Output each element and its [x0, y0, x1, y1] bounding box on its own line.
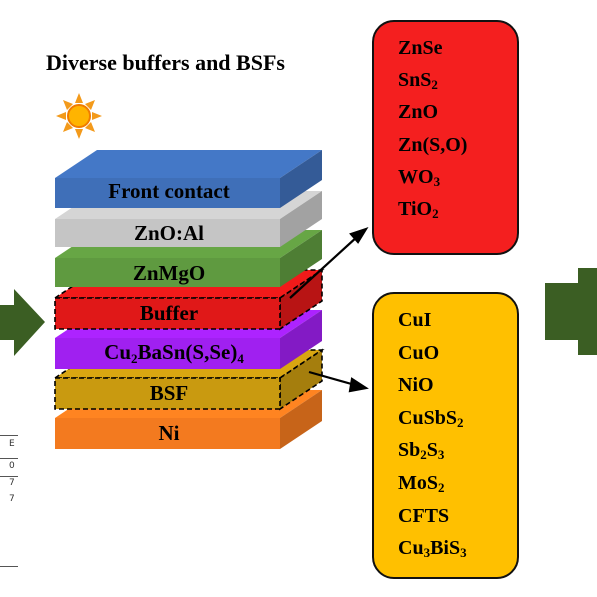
- layer-label-ni: Ni: [158, 421, 180, 445]
- table-fragment-rule: [0, 476, 18, 477]
- table-fragment-rule: [0, 566, 18, 567]
- bsf-material-item: Cu3BiS3: [398, 537, 467, 561]
- left-flow-arrow: [0, 289, 45, 356]
- bsf-pointer-arrow: [308, 370, 356, 387]
- layer-front-face: [54, 377, 281, 410]
- layer-side-face: [279, 348, 323, 411]
- table-fragment-text: 0: [9, 461, 15, 471]
- table-fragment-text: E: [9, 439, 15, 449]
- layer-slab-front-contact: [55, 150, 322, 208]
- buffer-material-item: TiO2: [398, 198, 439, 222]
- layer-side-face: [280, 191, 322, 247]
- layer-top-face: [55, 150, 322, 178]
- diagram-heading: Diverse buffers and BSFs: [46, 50, 285, 75]
- layer-side-face: [280, 150, 322, 208]
- buffer-material-item: ZnO: [398, 101, 439, 124]
- table-fragment-text: 7: [9, 478, 15, 488]
- bsf-material-item: CFTS: [398, 504, 450, 527]
- layer-label-znmgo: ZnMgO: [132, 261, 206, 285]
- buffer-pointer-arrow: [289, 235, 359, 299]
- layer-side-face: [279, 268, 323, 331]
- bsf-pointer-arrowhead: [348, 377, 369, 393]
- layer-side-face: [280, 230, 322, 287]
- layer-label-zno-al: ZnO:Al: [133, 221, 204, 245]
- layer-front-face: [55, 258, 280, 287]
- layer-label-front-contact: Front contact: [108, 179, 230, 203]
- buffer-material-item: Zn(S,O): [398, 133, 468, 156]
- bsf-material-item: Sb2S3: [398, 439, 445, 463]
- table-fragment-rule: [0, 435, 18, 436]
- layer-stack: [52, 150, 325, 449]
- layer-front-face: [55, 338, 280, 369]
- layer-label-buffer: Buffer: [139, 301, 199, 325]
- sun-icon: [56, 93, 102, 139]
- layer-side-face: [280, 390, 322, 449]
- layer-front-face: [55, 178, 280, 208]
- buffer-material-item: WO3: [398, 165, 441, 189]
- layer-label-absorber: Cu2BaSn(S,Se)4: [104, 340, 244, 366]
- layer-front-face: [55, 418, 280, 449]
- bsf-material-item: CuO: [398, 341, 440, 364]
- layer-label-bsf: BSF: [149, 381, 189, 405]
- layer-front-face: [55, 219, 280, 247]
- bsf-material-item: MoS2: [398, 471, 445, 495]
- table-fragment-text: 7: [9, 494, 15, 504]
- right-flow-arrow: [545, 268, 597, 355]
- buffer-material-item: ZnSe: [398, 37, 443, 59]
- bsf-material-item: CuSbS2: [398, 406, 464, 430]
- buffer-material-item: SnS2: [398, 69, 438, 93]
- table-fragment-rule: [0, 458, 18, 459]
- buffer-pointer-arrowhead: [349, 226, 369, 244]
- layer-front-face: [54, 297, 281, 330]
- layer-side-face: [280, 310, 322, 369]
- bsf-material-item: CuI: [398, 309, 432, 331]
- bsf-material-item: NiO: [398, 374, 434, 397]
